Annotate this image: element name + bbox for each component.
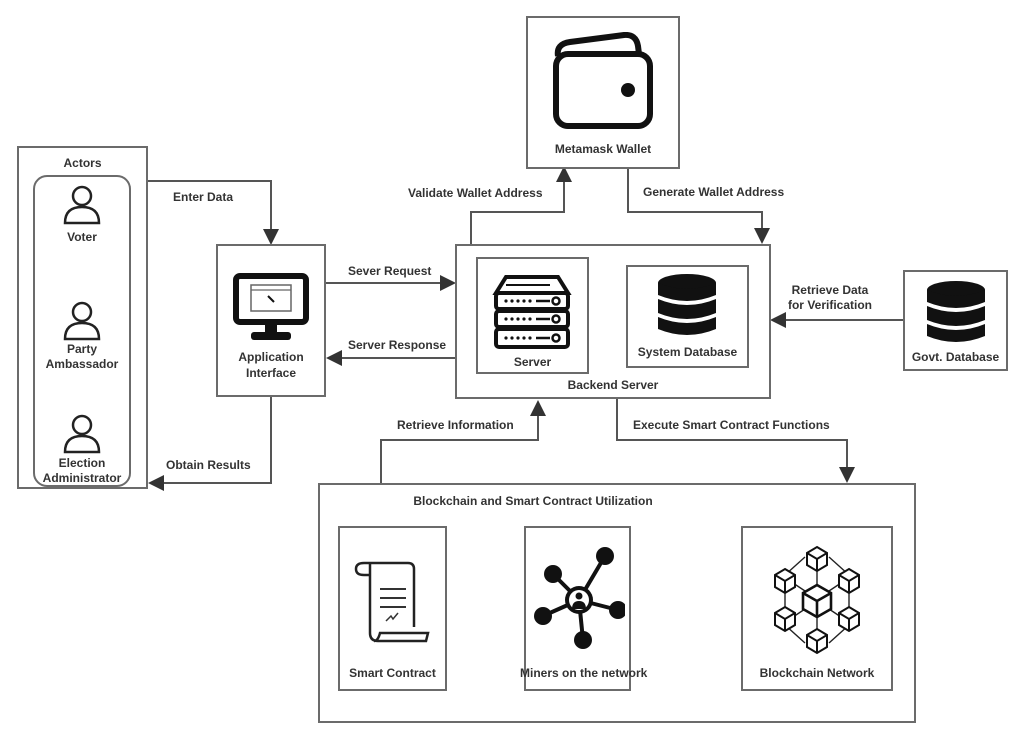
label-obtain-results: Obtain Results bbox=[166, 458, 251, 472]
label-execute-functions: Execute Smart Contract Functions bbox=[633, 418, 830, 432]
backend-server-label: Backend Server bbox=[567, 378, 659, 392]
label-retrieve-info: Retrieve Information bbox=[397, 418, 514, 432]
edge-enter-data bbox=[148, 180, 279, 245]
system-database-icon bbox=[658, 274, 716, 335]
blockchain-cubes-icon bbox=[774, 545, 860, 655]
actor-voter-label: Voter bbox=[67, 230, 97, 244]
contract-scroll-icon bbox=[354, 561, 430, 643]
actor-party-label-1: Party bbox=[66, 342, 98, 356]
label-server-request: Sever Request bbox=[348, 264, 432, 278]
smart-contract-label: Smart Contract bbox=[349, 666, 436, 680]
edge-retrieve-info bbox=[380, 400, 546, 484]
label-server-response: Server Response bbox=[348, 338, 447, 352]
smart-contract-box bbox=[338, 526, 447, 691]
app-interface-label-1: Application bbox=[238, 350, 304, 364]
label-validate-wallet: Validate Wallet Address bbox=[408, 186, 543, 200]
party-ambassador-user-icon bbox=[63, 301, 101, 341]
label-retrieve-data-2: for Verification bbox=[787, 298, 873, 312]
govt-database-label: Govt. Database bbox=[911, 350, 1000, 364]
label-generate-wallet: Generate Wallet Address bbox=[643, 185, 785, 199]
edge-validate-wallet bbox=[470, 166, 572, 244]
election-admin-user-icon bbox=[63, 414, 101, 454]
actor-admin-label-1: Election bbox=[58, 456, 106, 470]
edge-obtain-results bbox=[148, 396, 272, 491]
wallet-icon bbox=[553, 32, 653, 129]
server-label: Server bbox=[513, 355, 552, 369]
server-rack-icon bbox=[492, 275, 572, 349]
label-enter-data: Enter Data bbox=[173, 190, 234, 204]
app-interface-label-2: Interface bbox=[245, 366, 297, 380]
metamask-wallet-box bbox=[526, 16, 680, 169]
blockchain-title: Blockchain and Smart Contract Utilizatio… bbox=[413, 494, 653, 508]
system-database-label: System Database bbox=[637, 345, 738, 359]
edge-generate-wallet bbox=[627, 168, 770, 244]
govt-database-icon bbox=[927, 281, 985, 342]
blockchain-network-label: Blockchain Network bbox=[759, 666, 875, 680]
edge-execute-functions bbox=[616, 397, 855, 483]
label-retrieve-data-1: Retrieve Data bbox=[791, 283, 869, 297]
monitor-icon bbox=[233, 273, 309, 340]
voter-user-icon bbox=[63, 185, 101, 225]
wallet-label: Metamask Wallet bbox=[554, 142, 652, 156]
actor-party-label-2: Ambassador bbox=[45, 357, 119, 371]
actor-admin-label-2: Administrator bbox=[42, 471, 122, 485]
miners-network-icon bbox=[534, 547, 625, 649]
actors-title: Actors bbox=[63, 156, 102, 170]
miners-label: Miners on the network bbox=[520, 666, 648, 680]
